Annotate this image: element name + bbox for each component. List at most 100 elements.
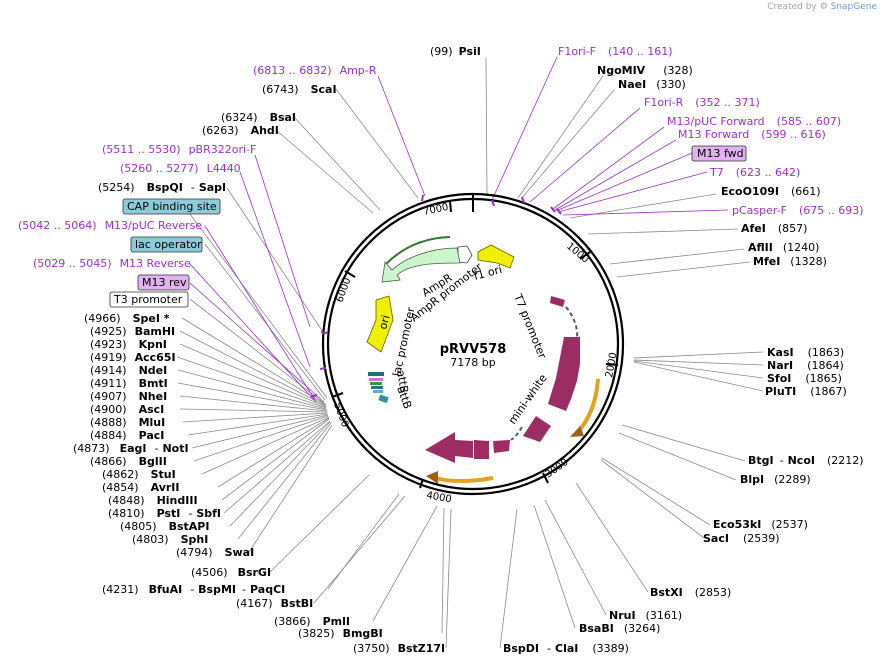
lac-operator-label: lac operator xyxy=(135,238,202,251)
site-bamhi: (4925)BamHI xyxy=(90,325,175,338)
site-pluti: PluTI(1867) xyxy=(765,385,847,398)
primer-pcasper-f: pCasper-F(675 .. 693) xyxy=(732,204,864,217)
site-bstbi: (4167)BstBI xyxy=(236,597,313,610)
site-bstxi: BstXI(2853) xyxy=(650,586,731,599)
site-sfoi: SfoI(1865) xyxy=(767,372,842,385)
site-saci: SacI(2539) xyxy=(703,532,780,545)
site-bsabi: BsaBI(3264) xyxy=(579,622,660,635)
site-psti-sbfi: (4810)PstI-SbfI xyxy=(108,507,221,520)
tick-label-3000: 3000 xyxy=(543,457,570,481)
mini-white-arrow-3 xyxy=(493,440,510,453)
site-spei: (4966)SpeI * xyxy=(84,312,170,325)
ampr-arc-line xyxy=(385,236,451,265)
site-pmli: (3866)PmlI xyxy=(274,615,350,628)
mini-white-label: mini-white xyxy=(506,372,550,427)
ampr-promoter-arrow xyxy=(457,245,473,264)
t7-promoter-label: T7 promoter xyxy=(511,291,549,361)
lac-operator-box: lac operator xyxy=(130,236,203,253)
site-mfei: MfeI(1328) xyxy=(753,255,827,268)
cap-binding-site-label: CAP binding site xyxy=(127,200,217,213)
primer-f1ori-r: F1ori-R(352 .. 371) xyxy=(644,96,760,109)
site-nrui: NruI(3161) xyxy=(609,609,682,622)
site-bspdi-clai: BspDI-ClaI(3389) xyxy=(503,642,629,655)
site-eco53ki: Eco53kI(2537) xyxy=(713,518,808,531)
site-acc65i: (4919)Acc65I xyxy=(90,351,176,364)
ruler-ticks xyxy=(331,194,619,489)
site-afei: AfeI(857) xyxy=(741,222,807,235)
plasmid-size: 7178 bp xyxy=(450,356,495,369)
mini-white-arrow-5 xyxy=(425,432,473,463)
site-bmti: (4911)BmtI xyxy=(90,377,168,390)
tick-label-2000: 2000 xyxy=(604,352,619,379)
tick-label-5000: 5000 xyxy=(331,401,350,429)
t3-promoter-box: T3 promoter xyxy=(109,291,189,308)
orange-arrow-right-head xyxy=(570,426,584,437)
site-sphi: (4803)SphI xyxy=(132,533,208,546)
watermark-brand: SnapGene xyxy=(830,2,877,12)
site-nhei: (4907)NheI xyxy=(90,390,167,403)
site-eagi-noti: (4873)EagI-NotI xyxy=(73,442,189,455)
site-bspqi-sapi: (5254)BspQI-SapI xyxy=(98,181,226,194)
tick-label-4000: 4000 xyxy=(425,490,452,505)
mini-white-dash xyxy=(510,426,523,441)
primer-leader-lines xyxy=(189,56,729,403)
ori-label: ori xyxy=(376,314,392,331)
site-swai: (4794)SwaI xyxy=(176,546,254,559)
ori-arrow xyxy=(366,295,394,353)
primer-marks xyxy=(310,194,562,398)
site-ndei: (4914)NdeI xyxy=(90,364,167,377)
site-naei: NaeI(330) xyxy=(618,78,686,91)
primer-t7: T7(623 .. 642) xyxy=(709,166,800,179)
m13-fwd-box-label: M13 fwd xyxy=(697,147,744,160)
primer-m13-forward: M13 Forward(599 .. 616) xyxy=(678,128,826,141)
site-nari: NarI(1864) xyxy=(767,359,844,372)
m13-rev-label: M13 rev xyxy=(142,276,187,289)
t7-promoter-marker xyxy=(550,296,565,307)
attb-label-1: attB xyxy=(394,369,411,394)
site-bstapi: (4805)BstAPI xyxy=(120,520,209,533)
primer-m13-reverse: (5029 .. 5045)M13 Reverse xyxy=(33,257,191,270)
site-bsai: (6324)BsaI xyxy=(221,111,296,124)
lac-promoter-label: lac promoter xyxy=(390,306,417,378)
mcs-feature-blocks xyxy=(368,372,389,404)
site-aflii: AflII(1240) xyxy=(748,241,819,254)
primer-l4440: (5260 .. 5277)L4440 xyxy=(120,162,241,175)
primer-m13-puc-forward: M13/pUC Forward(585 .. 607) xyxy=(667,115,841,128)
ampr-promoter-label: AmpR promoter xyxy=(408,260,485,324)
m13-fwd-box: M13 fwd xyxy=(691,145,747,162)
watermark-created-by: Created by xyxy=(767,2,817,12)
enzyme-leader-lines xyxy=(176,57,764,649)
site-stui: (4862)StuI xyxy=(102,468,176,481)
site-avrii: (4854)AvrII xyxy=(102,481,179,494)
site-asci: (4900)AscI xyxy=(90,403,164,416)
t3-promoter-label: T3 promoter xyxy=(113,293,183,306)
orange-arrow-bottom-head xyxy=(426,471,438,484)
site-bglii: (4866)BglII xyxy=(90,455,167,468)
site-bsrgi: (4506)BsrGI xyxy=(191,566,271,579)
mini-white-arrow-2 xyxy=(523,416,551,442)
ampr-arrow xyxy=(381,247,461,283)
site-kpni: (4923)KpnI xyxy=(90,338,167,351)
site-paci: (4884)PacI xyxy=(90,429,164,442)
primer-pbr322ori-f: (5511 .. 5530)pBR322ori-F xyxy=(102,143,256,156)
mini-white-arrow xyxy=(548,337,580,411)
site-scai: (6743)ScaI xyxy=(262,83,337,96)
primer-f1ori-f: F1ori-F(140 .. 161) xyxy=(558,45,673,58)
watermark: Created by ⚙ SnapGene xyxy=(767,2,877,12)
site-kasi: KasI(1863) xyxy=(767,346,844,359)
m13-rev-box: M13 rev xyxy=(137,274,190,291)
cap-binding-site-box: CAP binding site xyxy=(122,198,221,215)
site-hindiii: (4848)HindIII xyxy=(108,494,198,507)
site-bmgbi: (3825)BmgBI xyxy=(298,627,383,640)
site-bfuai-bspmi-paqci: (4231)BfuAI-BspMI-PaqCI xyxy=(102,583,285,596)
site-psii: (99)PsiI xyxy=(430,45,481,58)
plasmid-name: pRVV578 xyxy=(440,342,507,357)
f1-ori-arrow xyxy=(477,244,515,269)
snapgene-logo-icon: ⚙ xyxy=(819,2,828,12)
orange-arrow-bottom xyxy=(434,476,494,483)
site-bstz17i: (3750)BstZ17I xyxy=(353,642,445,655)
site-blpi: BlpI(2289) xyxy=(740,473,811,486)
t7-promoter-dash xyxy=(565,306,579,339)
site-mlui: (4888)MluI xyxy=(90,416,165,429)
